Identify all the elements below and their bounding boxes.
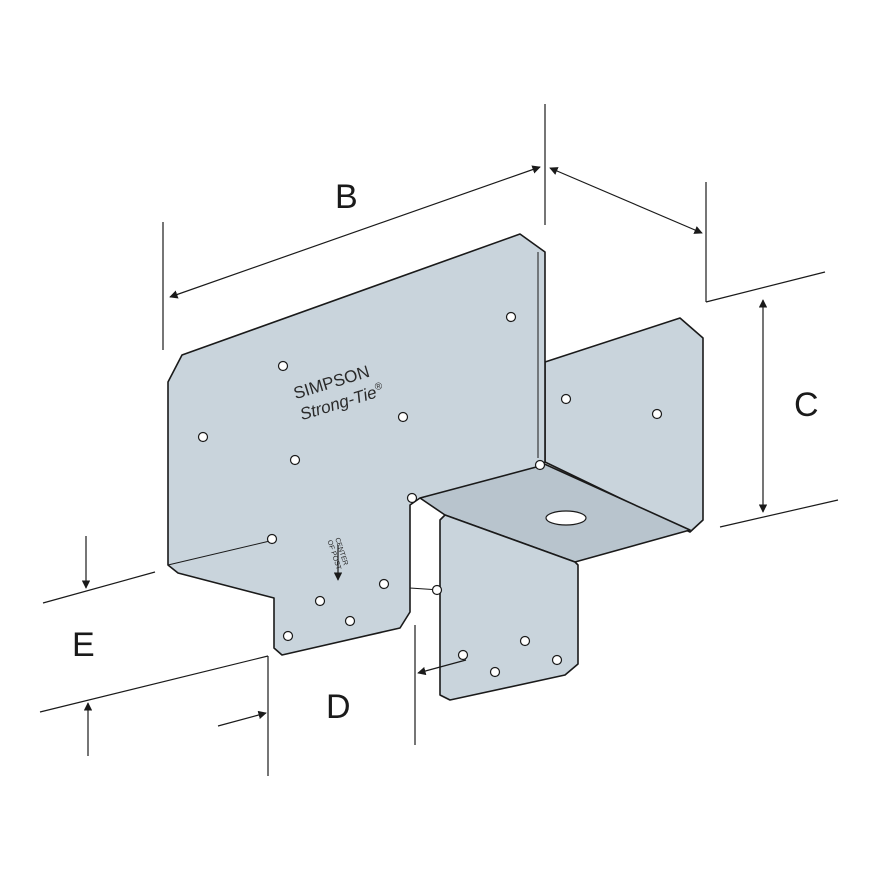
dimension-depth-line: [549, 167, 703, 234]
fastener-hole: [551, 654, 563, 666]
dimension-depth: [549, 167, 707, 302]
fastener-hole: [457, 649, 469, 661]
fastener-hole: [560, 393, 572, 405]
dimension-b-line: [169, 165, 541, 299]
dimension-c-label: C: [794, 386, 819, 424]
fastener-hole: [519, 635, 531, 647]
fastener-hole: [651, 408, 663, 420]
fastener-hole: [397, 411, 409, 423]
fastener-hole: [289, 454, 301, 466]
lower-right-leg: [439, 514, 579, 701]
fastener-hole: [505, 311, 517, 323]
fastener-hole: [197, 431, 209, 443]
dimension-e: E: [39, 536, 269, 756]
fastener-hole: [489, 666, 501, 678]
fastener-hole: [534, 459, 546, 471]
dimension-d-label: D: [326, 688, 351, 726]
fastener-hole: [266, 533, 278, 545]
fastener-hole: [314, 595, 326, 607]
fastener-hole: [282, 630, 294, 642]
fastener-hole: [431, 584, 443, 596]
dimension-d: D: [217, 625, 467, 776]
dimension-d-left-arrow: [217, 710, 267, 727]
anchor-slot: [545, 510, 587, 526]
fastener-hole: [406, 492, 418, 504]
dimension-b-label: B: [335, 178, 358, 216]
dimension-b: B: [162, 104, 546, 350]
main-front-plate: [167, 233, 546, 656]
dimension-c: C: [705, 271, 839, 528]
fastener-hole: [378, 578, 390, 590]
dimension-d-right-arrow: [417, 659, 467, 676]
fastener-hole: [277, 360, 289, 372]
fastener-hole: [344, 615, 356, 627]
dimension-e-label: E: [72, 626, 95, 664]
